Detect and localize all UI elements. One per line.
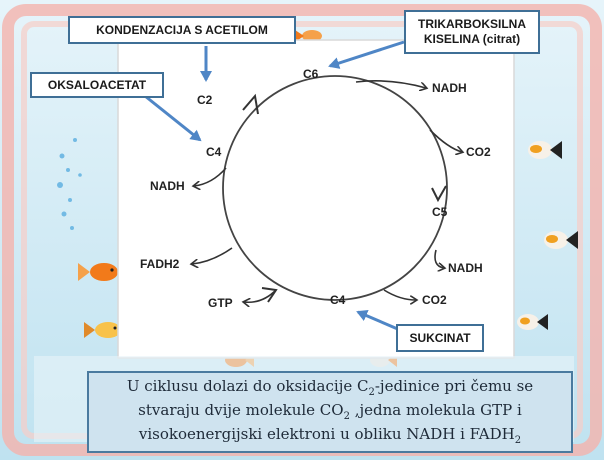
caption-line-2: stvaraju dvije molekule CO2 ,jedna molek… (138, 400, 522, 422)
cycle-circle (222, 75, 448, 301)
pointer-oksaloacetat (139, 90, 202, 142)
cycle-arrow-c2 (242, 93, 259, 115)
arrow-gtp (244, 289, 277, 302)
cycle-c5: C5 (432, 205, 448, 219)
product-fadh2: FADH2 (140, 257, 180, 271)
arrow-fadh2 (192, 247, 233, 264)
cycle-c4-bottom: C4 (330, 293, 346, 307)
arrow-nadh-top (355, 80, 426, 88)
pointer-sukcinat (356, 310, 401, 332)
cycle-c4-left: C4 (206, 145, 222, 159)
arrow-co2-right (429, 129, 462, 152)
arrow-nadh-left (194, 167, 227, 186)
product-co2-right: CO2 (466, 145, 491, 159)
fish-left2-icon (84, 322, 121, 338)
fish-right2-icon (544, 231, 578, 249)
caption-line-3: visokoenergijski elektroni u obliku NADH… (138, 425, 522, 447)
arrow-nadh-right (434, 249, 444, 268)
cycle-c2: C2 (197, 93, 213, 107)
fish-left-icon (78, 263, 118, 281)
label-oksaloacetat: OKSALOACETAT (30, 72, 164, 98)
fish-top-icon (295, 30, 322, 42)
diagram-panel (117, 39, 515, 359)
cycle-arrow-c5 (431, 185, 447, 203)
product-co2-bottom: CO2 (422, 293, 447, 307)
product-nadh-left: NADH (150, 179, 185, 193)
label-sukcinat: SUKCINAT (396, 324, 484, 352)
caption-box: U ciklusu dolazi do oksidacije C2-jedini… (87, 371, 573, 453)
cycle-c6: C6 (303, 67, 319, 81)
product-gtp: GTP (208, 296, 233, 310)
caption-line-1: U ciklusu dolazi do oksidacije C2-jedini… (126, 376, 534, 398)
fish-right3-icon (517, 314, 548, 330)
label-kondenzacija: KONDENZACIJA S ACETILOM (68, 16, 296, 44)
product-nadh-top: NADH (432, 81, 467, 95)
bubbles (57, 138, 82, 230)
label-trikarboksilna: TRIKARBOKSILNA KISELINA (citrat) (404, 10, 540, 54)
arrow-co2-bottom (383, 289, 416, 300)
pointer-trikarboksilna (328, 40, 405, 69)
product-nadh-right: NADH (448, 261, 483, 275)
fish-right-icon (528, 141, 562, 159)
